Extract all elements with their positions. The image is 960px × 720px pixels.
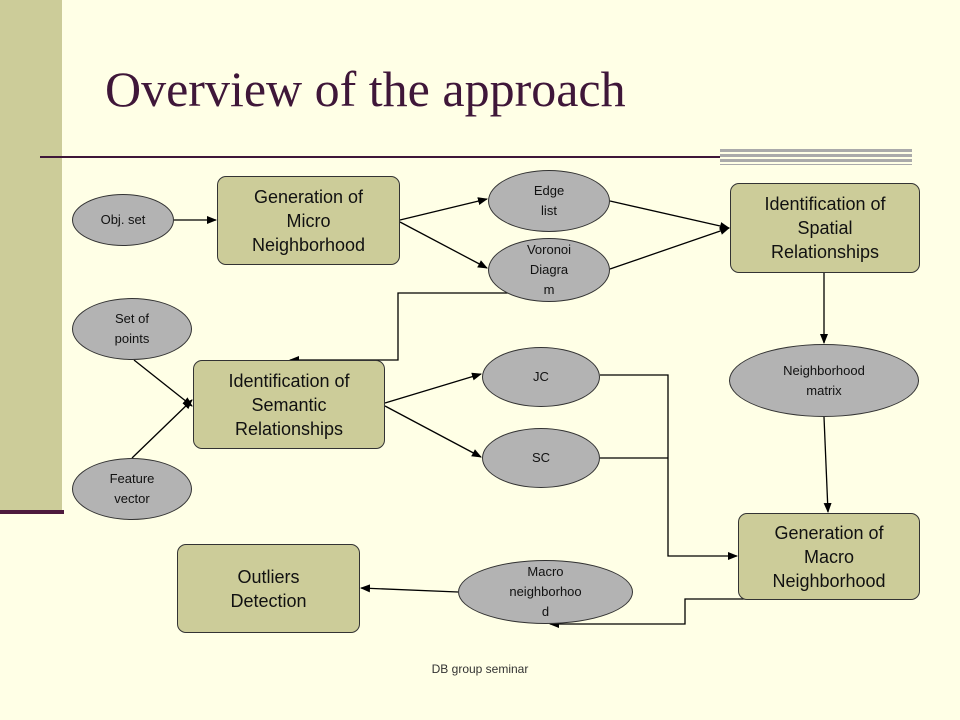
arrow-voronoi-to-spatial [609,227,730,270]
node-edge-list: Edge list [488,170,610,232]
arrow-edgelist-to-spatial [609,200,730,230]
node-obj-set: Obj. set [72,194,174,246]
arrow-macro-to-macroneighborhood [549,598,795,628]
arrow-matrix-to-macro [823,416,832,513]
left-accent-bar [0,0,62,512]
node-macro-neighborhood: Macro neighborhoo d [458,560,633,624]
node-identification-spatial-relationships: Identification of Spatial Relationships [730,183,920,273]
node-voronoi-diagram: Voronoi Diagra m [488,238,610,302]
arrow-semantic-to-sc [384,405,482,458]
slide-footer: DB group seminar [431,662,529,676]
node-feature-vector: Feature vector [72,458,192,520]
left-accent-bar-foot [0,510,64,514]
arrow-voronoi-to-semantic [289,292,510,364]
title-underline [40,156,912,158]
slide-title: Overview of the approach [105,61,626,117]
arrow-setofpoints-to-semantic [133,359,193,407]
node-outliers-detection: Outliers Detection [177,544,360,633]
node-jc: JC [482,347,600,407]
node-identification-semantic-relationships: Identification of Semantic Relationships [193,360,385,449]
arrow-macroneighborhood-to-outliers [360,584,459,593]
node-sc: SC [482,428,600,488]
arrow-jc-to-macro [600,374,738,560]
node-neighborhood-matrix: Neighborhood matrix [729,344,919,417]
node-generation-micro-neighborhood: Generation of Micro Neighborhood [217,176,400,265]
arrow-micro-to-edgelist [399,197,488,221]
arrow-micro-to-voronoi [399,221,488,269]
arrow-semantic-to-jc [384,372,482,404]
arrow-featurevector-to-semantic [131,399,193,459]
node-set-of-points: Set of points [72,298,192,360]
node-generation-macro-neighborhood: Generation of Macro Neighborhood [738,513,920,600]
title-accent-stripes [720,149,912,165]
